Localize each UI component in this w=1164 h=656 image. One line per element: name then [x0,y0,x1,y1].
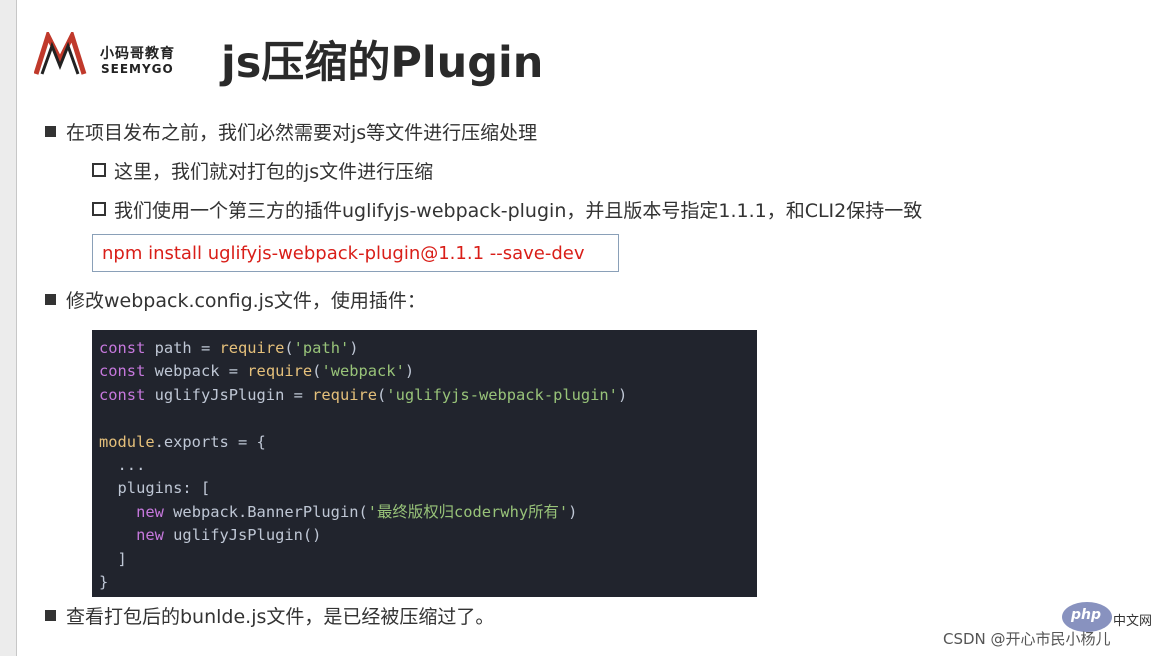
bullet-2: 修改webpack.config.js文件，使用插件： [45,286,426,313]
code-line: ... [99,455,146,474]
code-line: plugins: [ [99,479,211,498]
left-sidebar-stripe [0,0,16,656]
code-line-empty [99,407,757,430]
sub-bullet-2-text: 我们使用一个第三方的插件uglifyjs-webpack-plugin，并且版本… [114,200,923,222]
code-line: new uglifyJsPlugin() [136,526,322,545]
code-line: module.exports = { [99,432,266,451]
bullet-1-text: 在项目发布之前，我们必然需要对js等文件进行压缩处理 [66,122,538,144]
bullet-3: 查看打包后的bunlde.js文件，是已经被压缩过了。 [45,602,494,629]
code-line: const uglifyJsPlugin = require('uglifyjs… [99,385,628,404]
square-bullet-icon [45,610,56,621]
code-line: const path = require('path') [99,339,359,357]
hollow-square-bullet-icon [92,163,106,177]
bullet-1: 在项目发布之前，我们必然需要对js等文件进行压缩处理 [45,118,537,145]
logo-text-en: SEEMYGO [101,62,174,76]
code-line: } [99,572,109,591]
square-bullet-icon [45,126,56,137]
csdn-watermark: CSDN @开心市民小杨儿 [943,630,1111,648]
code-line: const webpack = require('webpack') [99,362,415,381]
code-line: ] [99,549,127,568]
logo-text-cn: 小码哥教育 [100,46,175,62]
php-cn-text: 中文网 [1113,614,1153,629]
code-block: const path = require('path') const webpa… [92,330,757,597]
sub-bullet-1-text: 这里，我们就对打包的js文件进行压缩 [114,161,434,183]
bullet-2-text: 修改webpack.config.js文件，使用插件： [66,290,426,312]
php-logo-text: php [1071,607,1102,623]
hollow-square-bullet-icon [92,202,106,216]
seemygo-logo-icon [34,32,87,75]
sub-bullet-2: 我们使用一个第三方的插件uglifyjs-webpack-plugin，并且版本… [92,196,922,223]
sub-bullet-1: 这里，我们就对打包的js文件进行压缩 [92,157,433,184]
square-bullet-icon [45,294,56,305]
npm-command-box: npm install uglifyjs-webpack-plugin@1.1.… [92,234,619,272]
code-line: new webpack.BannerPlugin('最终版权归coderwhy所… [136,502,578,521]
left-sidebar-divider [16,0,17,656]
php-logo-icon [1062,602,1112,632]
slide-title: js压缩的Plugin [221,38,544,88]
bullet-3-text: 查看打包后的bunlde.js文件，是已经被压缩过了。 [66,606,495,628]
